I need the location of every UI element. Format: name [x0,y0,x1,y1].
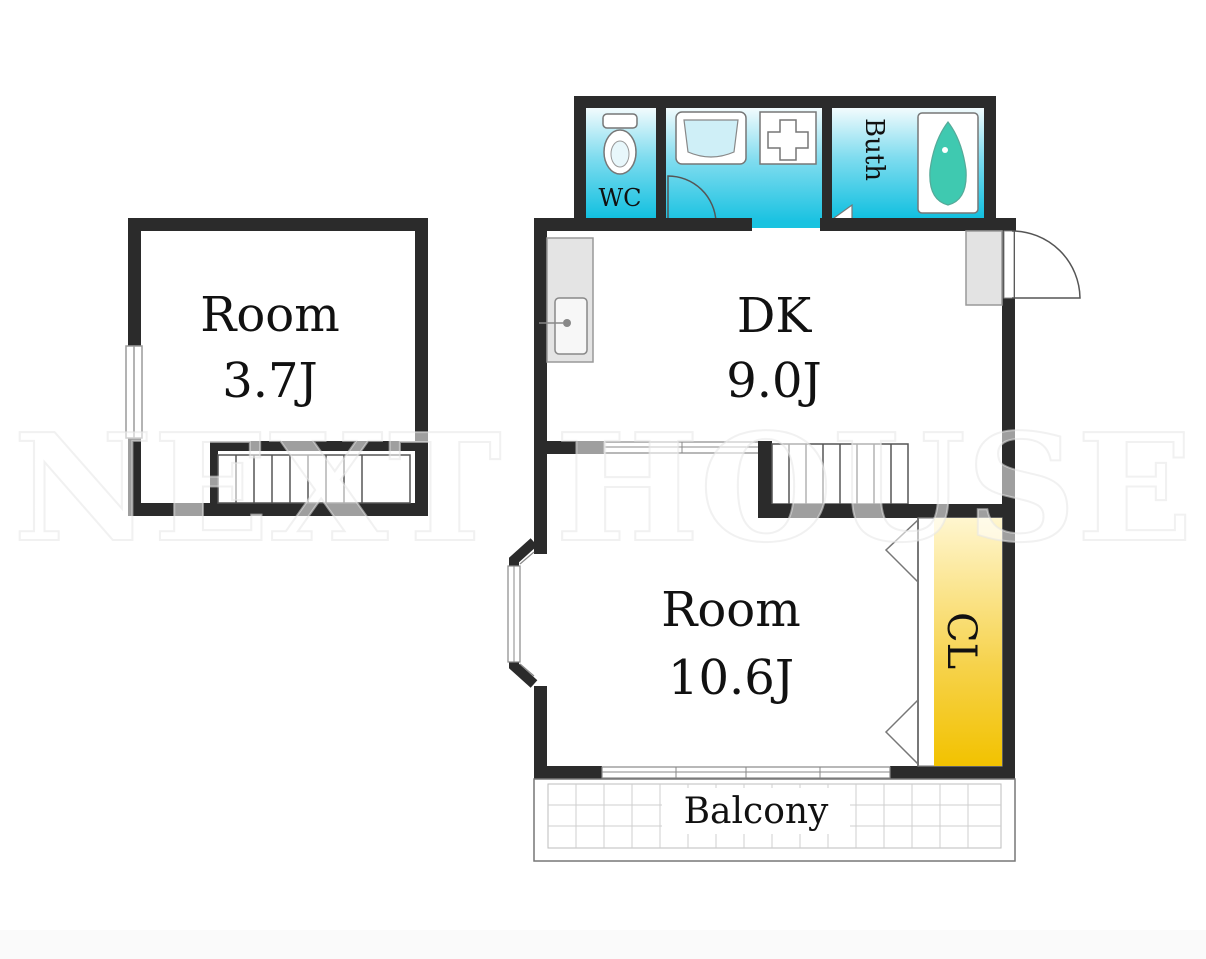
balcony-label: Balcony [684,791,829,832]
bath-room: Buth [832,108,984,219]
entrance-door [965,230,1081,306]
loft-stairs [210,441,415,505]
main-room-size: 10.6J [668,650,794,706]
dk-room-name: DK [737,288,812,344]
balcony-window [601,766,891,779]
kitchen-counter [539,237,594,363]
toilet-icon [602,113,638,175]
bathtub-icon [917,112,979,214]
faucet-icon [539,319,571,327]
loft-room-size: 3.7J [222,353,318,409]
wc-room: WC [586,108,656,218]
washbasin-icon [675,111,747,165]
watermark: NEXT HOUSE [13,401,1193,575]
balcony: Balcony [533,778,1016,862]
washroom-door-swing [667,175,717,223]
dk-room-size: 9.0J [726,353,822,409]
washroom [666,108,822,226]
closet-label: CL [938,612,984,669]
dk-stairs [771,443,909,505]
closet: CL [884,517,1003,767]
wet-area: WC Buth [574,96,996,226]
bottom-fade [0,930,1206,959]
main-unit: DK 9.0J [507,218,1081,862]
loft-room: Room 3.7J [125,218,428,516]
bay-window [507,538,538,688]
bath-door [833,203,853,219]
wc-label: WC [598,184,641,212]
main-room-name: Room [661,582,800,638]
washing-machine-icon [759,111,817,165]
bath-label: Buth [859,118,889,181]
loft-room-name: Room [200,287,339,343]
